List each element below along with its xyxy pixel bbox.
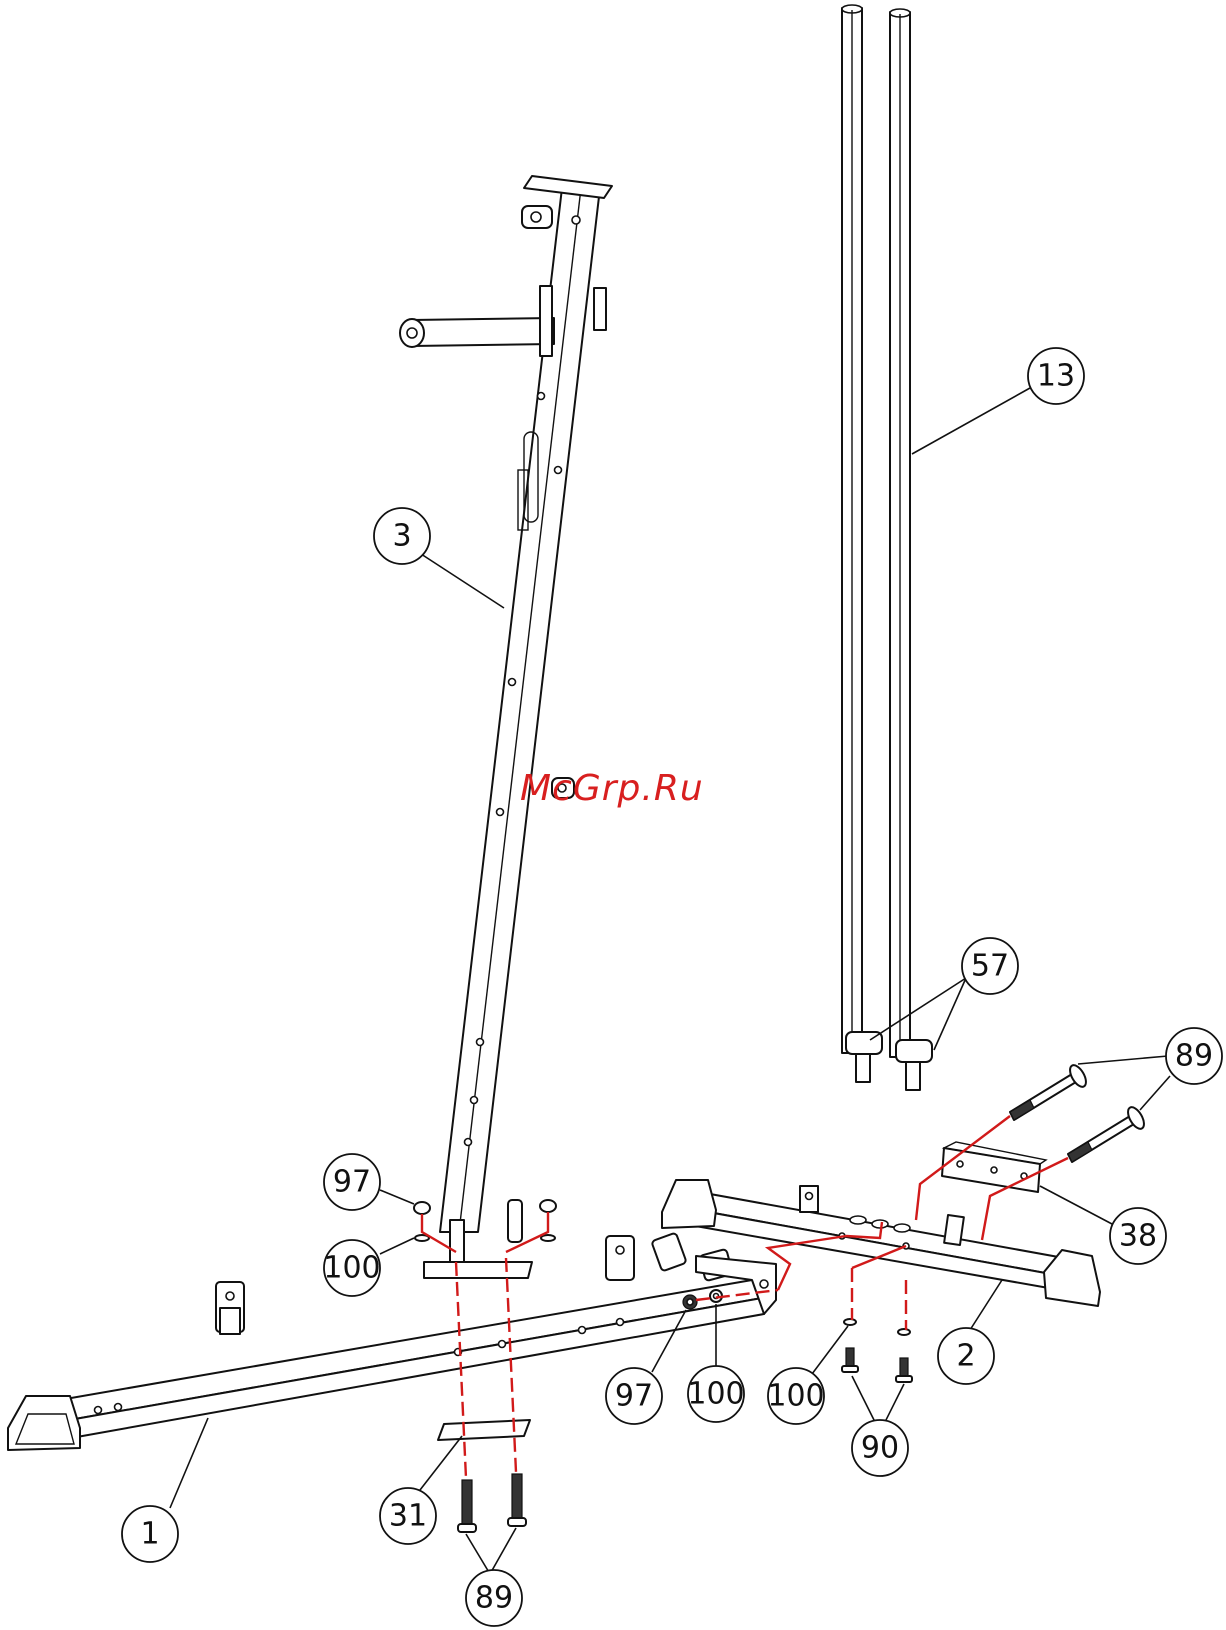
callout-90: 90 [852, 1376, 908, 1476]
callout-100-mid-label: 100 [687, 1377, 744, 1412]
callout-2-label: 2 [956, 1339, 975, 1374]
callout-97-left-label: 97 [333, 1165, 371, 1200]
part-31-plate [438, 1420, 530, 1440]
callout-13: 13 [912, 348, 1084, 454]
callout-3-label: 3 [392, 519, 411, 554]
callout-90-label: 90 [861, 1431, 899, 1466]
callout-1-label: 1 [140, 1517, 159, 1552]
callout-89-bottom-label: 89 [475, 1581, 513, 1616]
part-89-bolts-top [1010, 1063, 1147, 1162]
part-3-upright [400, 176, 612, 1278]
callout-1: 1 [122, 1418, 208, 1562]
part-89-bolts-bottom [458, 1474, 526, 1532]
callout-2: 2 [938, 1280, 1002, 1384]
callout-89-top-label: 89 [1175, 1039, 1213, 1074]
callout-100-left: 100 [323, 1238, 414, 1296]
callout-100-right: 100 [767, 1326, 848, 1424]
watermark-text: McGrp.Ru [520, 768, 704, 809]
part-1-base-beam [8, 1233, 776, 1450]
callout-38-label: 38 [1119, 1219, 1157, 1254]
callout-57-label: 57 [971, 949, 1009, 984]
callout-89-top: 89 [1078, 1028, 1222, 1110]
callout-31-label: 31 [389, 1499, 427, 1534]
callout-97-mid-label: 97 [615, 1379, 653, 1414]
callout-100-right-label: 100 [767, 1379, 824, 1414]
callout-89-bottom: 89 [466, 1528, 522, 1626]
part-90-bolts [842, 1319, 912, 1382]
callout-31: 31 [380, 1436, 462, 1544]
callout-13-label: 13 [1037, 359, 1075, 394]
part-13-tubes [842, 5, 932, 1090]
callout-97-left: 97 [324, 1154, 414, 1210]
part-38-plate [942, 1142, 1046, 1192]
callout-100-left-label: 100 [323, 1251, 380, 1286]
callout-3: 3 [374, 508, 504, 608]
